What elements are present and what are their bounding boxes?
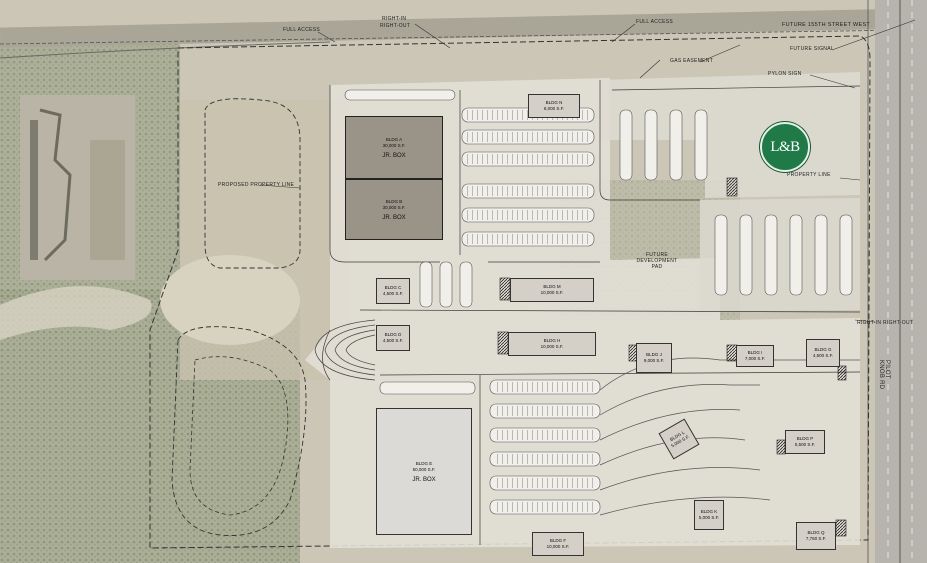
building-d[interactable]: BLDG D 4,500 S.F. xyxy=(376,325,410,351)
building-j-area: 9,000 S.F. xyxy=(643,358,665,363)
building-e-name: BLDG E xyxy=(415,460,433,466)
building-a[interactable]: BLDG A 30,000 S.F. JR. BOX xyxy=(345,116,443,179)
building-c-area: 4,500 S.F. xyxy=(382,291,404,296)
right-out-label-top: RIGHT-OUT xyxy=(380,23,411,29)
full-access-label-east: FULL ACCESS xyxy=(636,19,674,25)
building-f-area: 10,000 S.F. xyxy=(546,544,570,549)
building-f-name: BLDG F xyxy=(549,538,567,543)
future-signal-label: FUTURE SIGNAL xyxy=(790,46,834,52)
future-street-label: FUTURE 155TH STREET WEST xyxy=(782,22,871,28)
full-access-label-west: FULL ACCESS xyxy=(283,27,321,33)
building-b[interactable]: BLDG B 30,000 S.F. JR. BOX xyxy=(345,179,443,240)
building-k[interactable]: BLDG K 5,000 S.F. xyxy=(694,500,724,530)
building-q-area: 7,750 S.F. xyxy=(805,536,827,541)
future-development-pad-label: FUTURE DEVELOPMENT PAD xyxy=(632,252,682,270)
building-p[interactable]: BLDG P 5,500 S.F. xyxy=(785,430,825,454)
lb-logo: L&B xyxy=(760,122,810,172)
building-b-area: 30,000 S.F. xyxy=(382,204,406,210)
building-m-name: BLDG M xyxy=(543,284,561,289)
building-a-name: BLDG A xyxy=(385,136,403,142)
building-f[interactable]: BLDG F 10,000 S.F. xyxy=(532,532,584,556)
building-m-area: 10,000 S.F. xyxy=(540,290,564,295)
building-p-name: BLDG P xyxy=(796,436,814,441)
building-p-area: 5,500 S.F. xyxy=(794,442,816,447)
future-dev-line-3: PAD xyxy=(651,264,663,270)
building-j[interactable]: BLDG J 9,000 S.F. xyxy=(636,343,672,373)
pilot-knob-road-label: PILOT KNOB RD xyxy=(878,360,890,390)
gas-easement-label: GAS EASEMENT xyxy=(670,58,714,64)
building-h[interactable]: BLDG H 10,000 S.F. xyxy=(508,332,596,356)
building-a-area: 30,000 S.F. xyxy=(382,142,406,148)
building-i[interactable]: BLDG I 7,000 S.F. xyxy=(736,345,774,367)
building-q-name: BLDG Q xyxy=(807,530,825,535)
pylon-sign-label: PYLON SIGN xyxy=(768,71,802,77)
proposed-property-line-label: PROPOSED PROPERTY LINE xyxy=(218,182,295,188)
building-g-area: 4,500 S.F. xyxy=(812,353,834,358)
property-line-label: PROPERTY LINE xyxy=(787,172,831,178)
building-j-name: BLDG J xyxy=(646,352,662,357)
building-q[interactable]: BLDG Q 7,750 S.F. xyxy=(796,522,836,550)
building-g[interactable]: BLDG G 4,500 S.F. xyxy=(806,339,840,367)
building-e-note: JR. BOX xyxy=(412,476,436,483)
right-in-label-top: RIGHT-IN xyxy=(382,16,407,22)
building-g-name: BLDG G xyxy=(814,347,832,352)
future-dev-line-2: DEVELOPMENT xyxy=(636,258,678,264)
building-e[interactable]: BLDG E 50,000 S.F. JR. BOX xyxy=(376,408,472,535)
building-m[interactable]: BLDG M 10,000 S.F. xyxy=(510,278,594,302)
lb-logo-text: L&B xyxy=(770,138,800,155)
building-c-name: BLDG C xyxy=(384,285,402,290)
building-h-area: 10,000 S.F. xyxy=(540,344,564,349)
building-k-name: BLDG K xyxy=(700,509,718,514)
building-c[interactable]: BLDG C 4,500 S.F. xyxy=(376,278,410,304)
building-b-name: BLDG B xyxy=(385,198,403,204)
building-k-area: 5,000 S.F. xyxy=(698,515,720,520)
building-i-area: 7,000 S.F. xyxy=(744,356,766,361)
building-h-name: BLDG H xyxy=(543,338,561,343)
building-n-name: BLDG N xyxy=(545,100,563,105)
building-d-area: 4,500 S.F. xyxy=(382,338,404,343)
future-dev-line-1: FUTURE xyxy=(645,252,669,258)
building-d-name: BLDG D xyxy=(384,332,402,337)
right-in-right-out-side-label: RIGHT-IN RIGHT-OUT xyxy=(857,320,914,326)
building-a-note: JR. BOX xyxy=(382,152,406,159)
building-n-area: 8,000 S.F. xyxy=(543,106,565,111)
building-n[interactable]: BLDG N 8,000 S.F. xyxy=(528,94,580,118)
building-e-area: 50,000 S.F. xyxy=(412,466,436,472)
building-b-note: JR. BOX xyxy=(382,214,406,221)
building-i-name: BLDG I xyxy=(747,350,763,355)
